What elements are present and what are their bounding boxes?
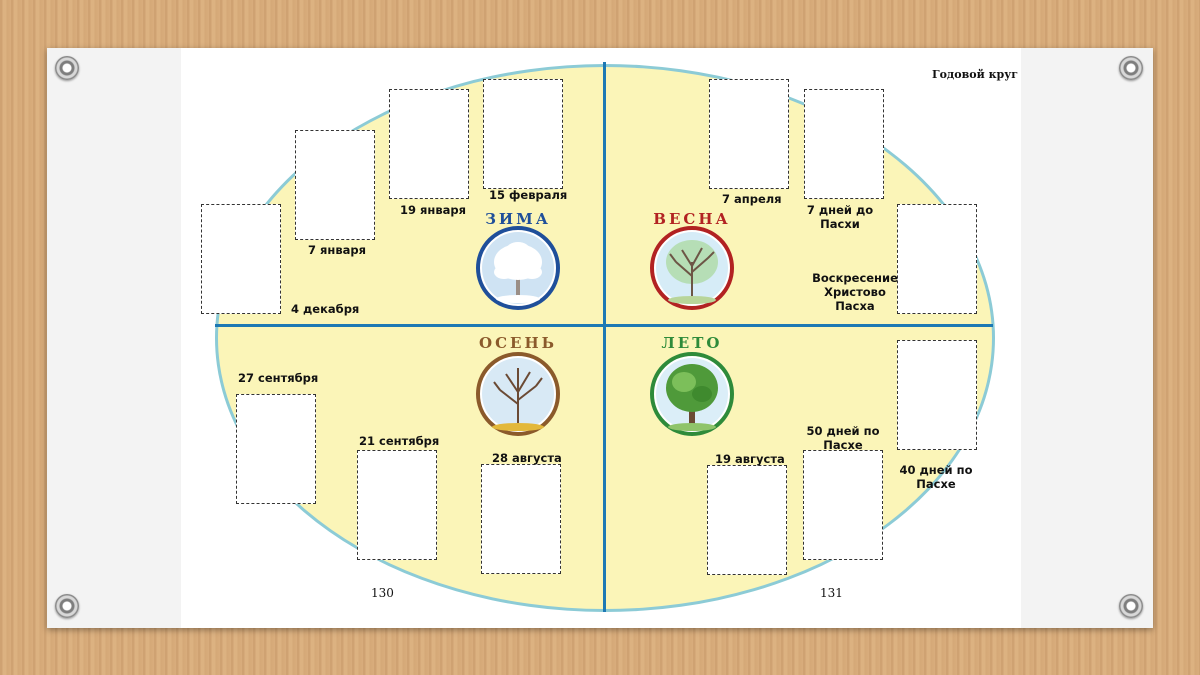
label-dec4: 4 декабря bbox=[291, 302, 360, 316]
label-sep27: 27 сентября bbox=[238, 371, 319, 385]
season-summer: ЛЕТО bbox=[644, 334, 740, 438]
picture-box-40days-after-easter[interactable] bbox=[897, 340, 977, 450]
label-sep21: 21 сентября bbox=[359, 434, 440, 448]
picture-box-aug28[interactable] bbox=[481, 464, 561, 574]
label-7days-before-easter: 7 дней до Пасхи bbox=[800, 203, 880, 231]
label-easter-line3: Пасха bbox=[835, 299, 875, 313]
season-winter: ЗИМА bbox=[470, 210, 566, 310]
picture-box-sep21[interactable] bbox=[357, 450, 437, 560]
label-feb15: 15 февраля bbox=[489, 188, 568, 202]
picture-box-7days-before-easter[interactable] bbox=[804, 89, 884, 199]
autumn-tree-icon bbox=[476, 352, 560, 436]
season-winter-title: ЗИМА bbox=[485, 210, 551, 228]
page-number-left: 130 bbox=[371, 586, 394, 600]
label-aug28: 28 августа bbox=[492, 451, 562, 465]
picture-box-feb15[interactable] bbox=[483, 79, 563, 189]
grommet-bottom-right bbox=[1119, 594, 1143, 618]
label-50days-line2: Пасхе bbox=[823, 438, 863, 452]
label-50days-after-easter: 50 дней по Пасхе bbox=[800, 424, 886, 452]
picture-box-easter[interactable] bbox=[897, 204, 977, 314]
picture-box-jan19[interactable] bbox=[389, 89, 469, 199]
page-number-right: 131 bbox=[820, 586, 843, 600]
picture-box-sep27[interactable] bbox=[236, 394, 316, 504]
summer-tree-icon bbox=[650, 352, 734, 436]
label-40days-after-easter: 40 дней по Пасхе bbox=[893, 463, 979, 491]
label-aug19: 19 августа bbox=[715, 452, 785, 466]
season-autumn-title: ОСЕНЬ bbox=[479, 334, 557, 352]
season-spring-title: ВЕСНА bbox=[653, 210, 731, 228]
label-apr7: 7 апреля bbox=[722, 192, 782, 206]
season-spring: ВЕСНА bbox=[644, 210, 740, 310]
picture-box-50days-after-easter[interactable] bbox=[803, 450, 883, 560]
label-jan19: 19 января bbox=[400, 203, 466, 217]
spring-tree-icon bbox=[650, 226, 734, 310]
grommet-top-right bbox=[1119, 56, 1143, 80]
picture-box-jan7[interactable] bbox=[295, 130, 375, 240]
picture-box-aug19[interactable] bbox=[707, 465, 787, 575]
label-40days-line1: 40 дней по bbox=[899, 463, 973, 477]
label-jan7: 7 января bbox=[308, 243, 366, 257]
season-autumn: ОСЕНЬ bbox=[470, 334, 566, 438]
winter-tree-icon bbox=[476, 226, 560, 310]
label-40days-line2: Пасхе bbox=[916, 477, 956, 491]
grommet-bottom-left bbox=[55, 594, 79, 618]
horizontal-divider bbox=[215, 324, 993, 327]
label-7days-line1: 7 дней до bbox=[806, 203, 874, 217]
label-easter-line1: Воскресение bbox=[812, 271, 898, 285]
page-header: Годовой круг bbox=[932, 68, 1018, 81]
label-7days-line2: Пасхи bbox=[820, 217, 860, 231]
grommet-top-left bbox=[55, 56, 79, 80]
label-easter: Воскресение Христово Пасха bbox=[806, 271, 904, 313]
vertical-divider bbox=[603, 62, 606, 612]
picture-box-dec4[interactable] bbox=[201, 204, 281, 314]
label-50days-line1: 50 дней по bbox=[806, 424, 880, 438]
picture-box-apr7[interactable] bbox=[709, 79, 789, 189]
season-summer-title: ЛЕТО bbox=[661, 334, 723, 352]
label-easter-line2: Христово bbox=[824, 285, 886, 299]
